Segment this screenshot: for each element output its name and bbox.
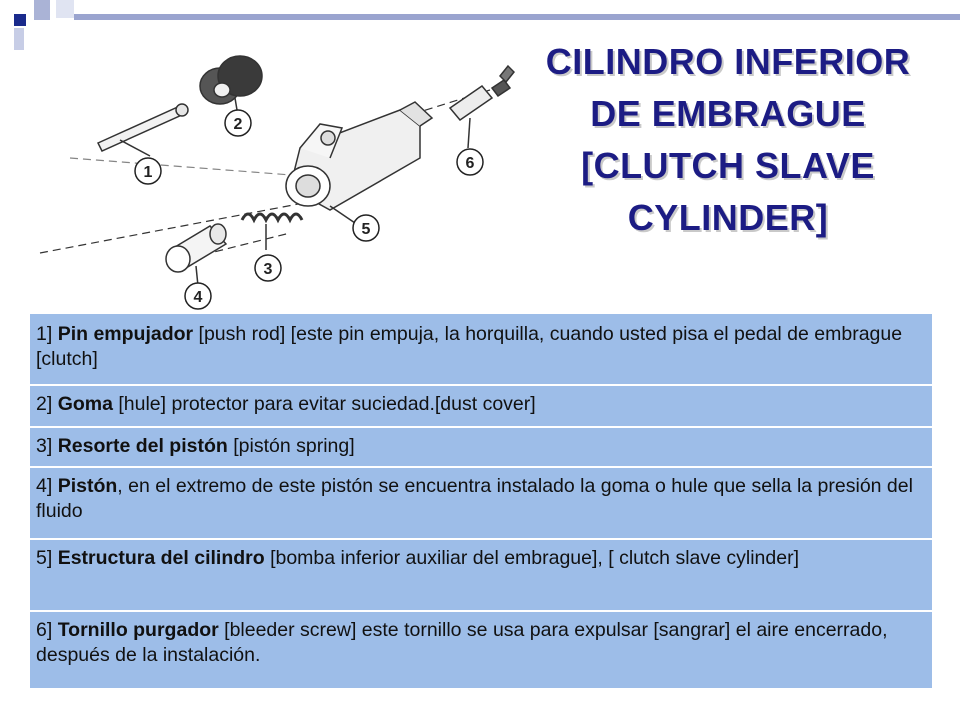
title-line: DE EMBRAGUE [590,93,866,134]
lavender-square [14,28,24,50]
svg-text:3: 3 [264,261,273,278]
title-line: CILINDRO INFERIOR [545,41,911,82]
row-number: 2] [36,393,53,415]
part-name: Pistón [57,475,118,497]
table-row: 1] Pin empujador [push rod] [este pin em… [30,314,932,386]
part-name: Tornillo purgador [57,619,219,641]
top-rule [74,14,960,20]
part-name: Goma [57,393,113,415]
part-name: Resorte del pistón [57,435,228,457]
callout-1: 1 [134,157,162,185]
part-description: [push rod] [este pin empuja, la horquill… [36,323,903,370]
clutch-slave-cylinder-diagram: 1 2 3 4 5 6 [39,55,516,310]
callout-3: 3 [254,254,282,282]
part-description: [hule] protector para evitar suciedad.[d… [112,393,536,415]
svg-text:6: 6 [466,155,475,172]
svg-text:2: 2 [234,116,243,133]
row-number: 1] [36,323,53,345]
slide-title: CILINDRO INFERIOR DE EMBRAGUE [CLUTCH SL… [508,36,948,244]
part-description: [pistón spring] [227,435,355,457]
part-description: , en el extremo de este pistón se encuen… [36,475,913,522]
svg-text:4: 4 [194,289,203,306]
svg-text:1: 1 [144,164,153,181]
table-row: 5] Estructura del cilindro [bomba inferi… [30,540,932,612]
callout-6: 6 [456,148,484,176]
row-number: 6] [36,619,53,641]
table-row: 2] Goma [hule] protector para evitar suc… [30,386,932,428]
callout-5: 5 [352,214,380,242]
callout-2: 2 [224,109,252,137]
row-number: 4] [36,475,53,497]
part-name: Pin empujador [57,323,194,345]
title-line: [CLUTCH SLAVE [581,145,875,186]
svg-text:5: 5 [362,221,371,238]
part-description: [bomba inferior auxiliar del embrague], … [264,547,799,569]
parts-table: 1] Pin empujador [push rod] [este pin em… [30,314,932,690]
navy-square [14,14,26,26]
lavender-square [34,0,50,20]
part-description: [bleeder screw] este tornillo se usa par… [36,619,888,666]
title-line: CYLINDER] [627,197,829,238]
part-name: Estructura del cilindro [57,547,265,569]
lavender-square [56,0,74,18]
table-row: 3] Resorte del pistón [pistón spring] [30,428,932,468]
callout-4: 4 [184,282,212,310]
row-number: 3] [36,435,53,457]
table-row: 4] Pistón, en el extremo de este pistón … [30,468,932,540]
row-number: 5] [36,547,53,569]
table-row: 6] Tornillo purgador [bleeder screw] est… [30,612,932,690]
